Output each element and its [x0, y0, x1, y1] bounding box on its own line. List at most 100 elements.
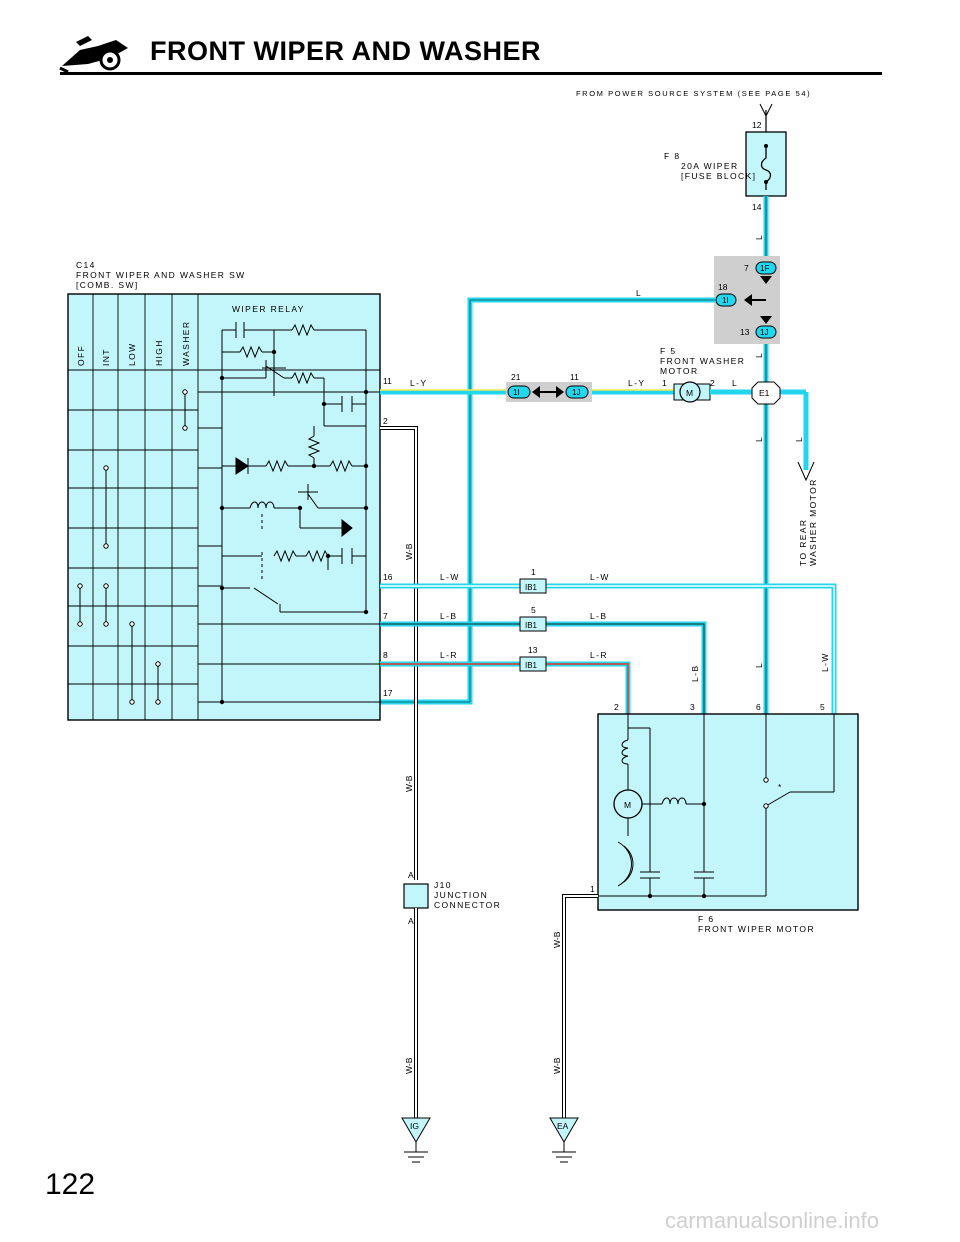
wire-label-lw-1: L-W — [440, 572, 460, 582]
washer-motor-id: F 5 — [660, 346, 676, 356]
cam-icon: * — [778, 782, 782, 792]
splice-e1 — [751, 381, 781, 405]
wiper-pin-2: 2 — [614, 702, 619, 712]
wire-label-lr-1: L-R — [440, 650, 458, 660]
page-title: FRONT WIPER AND WASHER — [150, 36, 541, 66]
wiper-motor-box — [597, 713, 859, 911]
junction-pin-a-bot: A — [408, 916, 414, 926]
inline-conn-left-pin: 21 — [511, 372, 521, 382]
wire-label-l-4: L — [754, 663, 764, 668]
wiper-motor-id: F 6 — [698, 914, 714, 924]
wiper-motor-name: FRONT WIPER MOTOR — [698, 924, 815, 934]
fuse-pin-out: 14 — [752, 202, 762, 212]
page-header: FRONT WIPER AND WASHER — [0, 0, 960, 80]
pos-int: INT — [101, 348, 111, 366]
wire-label-lb-1: L-B — [440, 611, 457, 621]
ib1-5-pin: 5 — [531, 605, 536, 615]
washer-motor-icon — [679, 381, 701, 403]
inline-conn-left: 1I — [513, 388, 520, 397]
conn-1i-pin: 18 — [718, 282, 728, 292]
inline-conn-right-pin: 11 — [570, 372, 579, 382]
wire-label-ly-1: L-Y — [410, 378, 427, 388]
pos-low: LOW — [127, 342, 137, 366]
wire-label-l-top: L — [636, 288, 641, 298]
wire-label-l-2: L — [754, 353, 764, 358]
wire-label-wb-4: W-B — [552, 931, 562, 948]
conn-arrow-icon — [744, 276, 772, 324]
conn-1f-pin: 7 — [744, 263, 749, 273]
wiper-pin-6: 6 — [756, 702, 761, 712]
relay-label: WIPER RELAY — [232, 304, 305, 314]
pos-washer: WASHER — [181, 321, 191, 366]
ib1-1-pin: 1 — [531, 567, 536, 577]
fuse-name: 20A WIPER — [681, 161, 738, 171]
fuse-icon — [760, 146, 772, 190]
conn-1j: 1J — [760, 328, 768, 337]
junction-pin-a-top: A — [408, 870, 414, 880]
junction-name2: CONNECTOR — [434, 900, 501, 910]
inline-conn-right: 1J — [572, 388, 580, 397]
wire-label-lb-2: L-B — [590, 611, 607, 621]
wiper-pin-5: 5 — [820, 702, 825, 712]
header-rule — [60, 72, 882, 75]
washer-motor-symbol: M — [686, 388, 693, 398]
wiper-logo-icon — [59, 36, 128, 74]
ib1-5: IB1 — [525, 621, 538, 630]
junction-connector — [403, 883, 429, 909]
power-source-label: FROM POWER SOURCE SYSTEM (SEE PAGE 54) — [576, 89, 811, 98]
inline-arrow-icon — [532, 386, 564, 398]
sw-pin-7: 7 — [383, 611, 388, 621]
wire-label-lw-2: L-W — [590, 572, 610, 582]
sw-pin-8: 8 — [383, 650, 388, 660]
wire-label-wb-2: W-B — [404, 775, 414, 792]
wiper-motor-icon — [613, 789, 643, 819]
rear-label2: WASHER MOTOR — [808, 478, 818, 566]
watermark[interactable]: carmanualsonline.info — [665, 1208, 880, 1233]
pos-off: OFF — [76, 345, 86, 366]
ib1-13: IB1 — [525, 661, 538, 670]
relay-coil-icon — [249, 501, 275, 509]
ground-ea: EA — [557, 1121, 569, 1131]
wire-label-lr-2: L-R — [590, 650, 608, 660]
wire-label-wb-3: W-B — [404, 1057, 414, 1074]
sw-pin-16: 16 — [383, 572, 393, 582]
ib1-1: IB1 — [525, 583, 538, 592]
wire-label-lb-v: L-B — [690, 665, 700, 682]
washer-motor-name2: MOTOR — [660, 366, 698, 376]
rear-arrow-icon — [797, 461, 815, 482]
wire-label-l-6: L — [794, 437, 804, 442]
sw-pin-2: 2 — [383, 416, 388, 426]
wire-label-l-3: L — [754, 437, 764, 442]
fuse-id: F 8 — [664, 151, 680, 161]
switch-name: FRONT WIPER AND WASHER SW — [76, 270, 246, 280]
wiper-coil2-icon — [661, 797, 687, 805]
sw-pin-11: 11 — [383, 376, 392, 386]
fuse-location: [FUSE BLOCK] — [681, 171, 756, 181]
wire-label-ly-2: L-Y — [628, 378, 645, 388]
wire-label-wb-5: W-B — [552, 1057, 562, 1074]
wiper-brush-icon — [617, 841, 634, 887]
switch-sub: [COMB. SW] — [76, 280, 139, 290]
fuse-pin-in: 12 — [752, 120, 762, 130]
page-number: 122 — [45, 1168, 96, 1201]
ground-ig: IG — [410, 1121, 419, 1131]
junction-id: J10 — [434, 880, 452, 890]
wire-label-l-5: L — [732, 378, 737, 388]
combo-switch-box — [67, 293, 381, 721]
ground-ea-icon — [549, 1117, 579, 1163]
wiper-pin-1: 1 — [590, 884, 595, 894]
wiper-pin-3: 3 — [690, 702, 695, 712]
sw-pin-17: 17 — [383, 688, 393, 698]
conn-1j-pin: 13 — [740, 327, 750, 337]
switch-id: C14 — [76, 260, 96, 270]
zener-icon — [341, 518, 353, 538]
diode-icon — [235, 457, 249, 475]
splice-e1-label: E1 — [759, 388, 770, 398]
rear-label: TO REAR — [798, 519, 808, 566]
washer-pin-2: 2 — [710, 378, 715, 388]
washer-motor-name: FRONT WASHER — [660, 356, 745, 366]
ground-ig-icon — [401, 1117, 431, 1163]
wire-label-wb-1: W-B — [404, 543, 414, 560]
washer-pin-1: 1 — [662, 378, 667, 388]
